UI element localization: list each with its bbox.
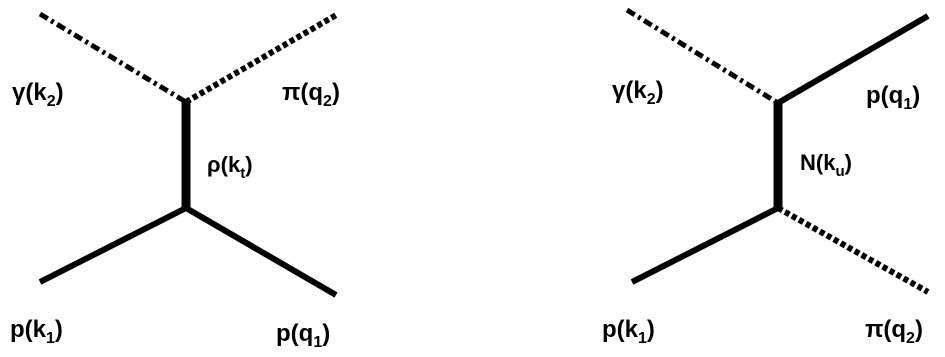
incoming-proton-line bbox=[38, 205, 188, 285]
pion-label: π(q2) bbox=[865, 316, 923, 347]
outgoing-proton-label: p(q1) bbox=[866, 82, 920, 113]
photon-label: γ(k2) bbox=[12, 79, 64, 110]
pion-label: π(q2) bbox=[282, 79, 340, 110]
incoming-proton-label: p(k1) bbox=[602, 316, 655, 347]
pion-line bbox=[184, 11, 340, 105]
outgoing-proton-line bbox=[776, 13, 930, 106]
photon-line bbox=[625, 7, 780, 106]
outgoing-proton-line bbox=[184, 205, 338, 298]
photon-line bbox=[38, 11, 188, 105]
outgoing-proton-label: p(q1) bbox=[276, 320, 330, 351]
incoming-proton-label: p(k1) bbox=[10, 316, 63, 347]
incoming-proton-line bbox=[630, 205, 780, 285]
photon-label: γ(k2) bbox=[612, 77, 664, 108]
diagram-t-channel: γ(k2) π(q2) ρ(kt) p(k1) p(q1) bbox=[10, 11, 340, 351]
diagram-u-channel: γ(k2) p(q1) N(ku) p(k1) π(q2) bbox=[602, 7, 930, 347]
nucleon-label: N(ku) bbox=[800, 150, 852, 180]
pion-line bbox=[776, 205, 930, 295]
rho-label: ρ(kt) bbox=[207, 152, 253, 182]
